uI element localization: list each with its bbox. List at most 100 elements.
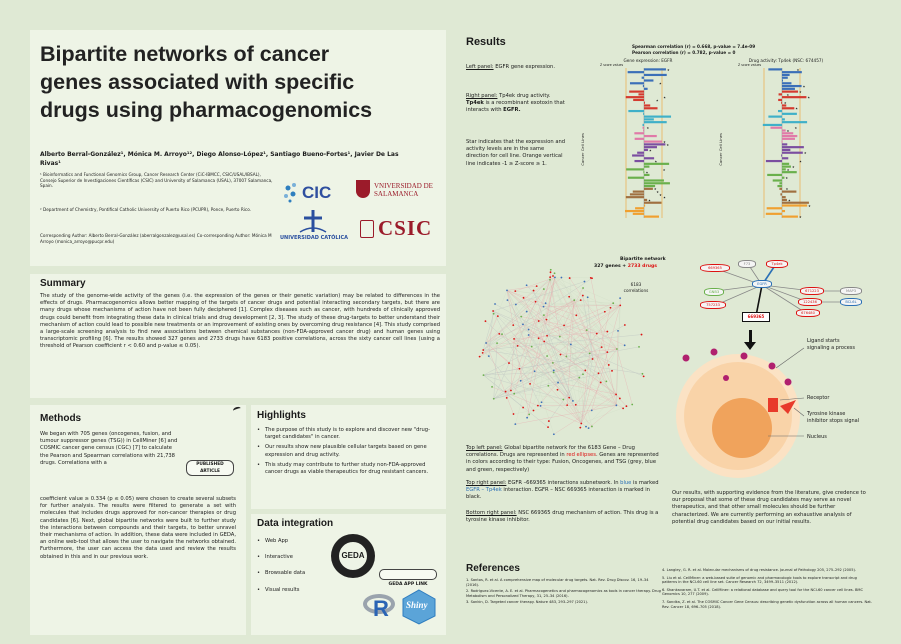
chart-bar [778, 93, 782, 96]
chart-bar [632, 190, 644, 193]
chart-bar [644, 118, 654, 121]
chart-bar [772, 179, 782, 182]
chart-bar [644, 182, 670, 185]
chart-bar [634, 137, 644, 140]
top-right-label: Top right panel: [466, 480, 507, 486]
cic-logo-text: CIC [302, 183, 332, 202]
pucpr-cross-icon [299, 210, 327, 233]
star-marker: ★ [649, 148, 652, 152]
bottom-right-text: NSC 669365 drug mechanism of action. Thi… [466, 510, 659, 524]
published-article-button[interactable]: PUBLISHED ARTICLE [186, 460, 234, 476]
chart-bar [642, 84, 644, 88]
results-heading: Results [466, 36, 506, 48]
chart-bar [644, 215, 660, 218]
title-line-3: drugs using pharmacogenomics [40, 98, 373, 122]
cic-logo-mark [284, 183, 296, 203]
chart-right-subtitle: Z score values [738, 63, 762, 67]
chart-bar [782, 201, 809, 204]
star-marker: ★ [656, 190, 659, 194]
chart-bar [782, 96, 807, 99]
tp4ek-activity-chart: Drug activity: Tp4ek (NSC: 674457) Z sco… [716, 58, 834, 222]
chart-bar [782, 148, 791, 152]
chart-bar [782, 84, 802, 88]
star-marker: ★ [663, 196, 666, 200]
reference-item: 6. Shankavaram, U.T. et al. CellMiner: a… [662, 587, 864, 597]
summary-text: The study of the genome-wide activity of… [40, 293, 440, 350]
summary-panel: Summary The study of the genome-wide act… [30, 274, 446, 398]
chart-bar [782, 190, 797, 193]
right-panel-text-2: is a recombinant exotoxin that interacts… [466, 100, 565, 114]
chart-bar [641, 76, 644, 79]
chart-bar [625, 96, 644, 99]
chart-bar [782, 71, 802, 74]
receptor-label: Receptor [807, 395, 830, 401]
network-drugs: 2733 drugs [627, 264, 657, 269]
references-right: 4. Langley, G. R. et al. Molecular mecha… [662, 568, 872, 609]
chart-bar [782, 118, 785, 121]
geda-app-link-button[interactable]: GEDA APP LINK [379, 569, 437, 587]
chart-bar [780, 193, 782, 196]
chart-bar [632, 212, 644, 215]
right-panel-caption: Right panel: Tp4ek drug activity. Tp4ek … [466, 93, 566, 115]
methods-panel: Methods We began with 705 genes (oncogen… [30, 405, 246, 635]
global-bipartite-network [478, 268, 645, 436]
star-marker: ★ [799, 215, 802, 219]
chart-bar [768, 68, 782, 71]
chart-bar [644, 157, 655, 160]
chart-bar [782, 112, 797, 115]
bottom-right-caption: Bottom right panel: NSC 669365 drug mech… [466, 510, 661, 524]
subnetwork-node: MAP3 [840, 287, 862, 295]
chart-bar [782, 76, 788, 79]
summary-heading: Summary [40, 278, 86, 289]
network-correlations: 6183 correlations [623, 282, 649, 293]
data-integration-heading: Data integration [257, 518, 334, 529]
chart-bar [625, 196, 644, 199]
conclusion-text: Our results, with supporting evidence fr… [672, 490, 866, 525]
references-heading: References [466, 563, 520, 574]
chart-bar [638, 93, 644, 96]
top-right-caption: Top right panel: EGFR –669365 interactio… [466, 480, 661, 502]
network-genes: 327 genes + [594, 264, 628, 269]
chart-bar [644, 140, 663, 143]
pucpr-logo: UNIVERSIDAD CATÓLICA [280, 210, 350, 244]
bird-icon [232, 405, 242, 414]
chart-bar [767, 173, 782, 177]
title-panel: Bipartite networks of cancer genes assoc… [30, 30, 446, 266]
subnetwork-node: F73 [738, 260, 756, 268]
usal-logo-text: VNIVERSIDAD DE SALAMANCA [374, 182, 433, 198]
chart-bar [644, 201, 662, 204]
references-left: 1. Santos, R. et al. A comprehensive map… [466, 578, 661, 605]
reference-item: 3. Sonkin, D. Targeted cancer therapy. N… [466, 600, 589, 605]
csic-logo: CSIC [360, 216, 442, 244]
star-marker: ★ [646, 171, 649, 175]
star-marker: ★ [786, 93, 789, 97]
top-right-blue: blue [620, 480, 632, 486]
inhibitor-shape [780, 400, 796, 414]
data-item-browsable: Browsable data [257, 570, 337, 577]
methods-heading: Methods [40, 413, 82, 424]
star-marker: ★ [666, 143, 669, 147]
right-panel-text: Tp4ek drug activity. [497, 93, 551, 99]
chart-bar [644, 204, 646, 207]
chart-bar [629, 193, 644, 196]
chart-left-subtitle: Z score values [600, 63, 624, 67]
affiliation-1: ¹ Bioinformatics and Functional Genomics… [40, 172, 273, 189]
chart-bar [782, 79, 783, 82]
chart-bar [782, 134, 798, 138]
star-marker: ★ [648, 198, 651, 202]
r-logo: R [363, 592, 397, 622]
chart-bar [782, 165, 791, 168]
chart-bar [629, 90, 644, 93]
arrow-down-head-icon [744, 342, 756, 350]
chart-bar [644, 148, 648, 152]
star-marker: ★ [656, 98, 659, 102]
top-left-text-1: Global bipartite network for the 6183 Ge… [466, 445, 635, 459]
reference-item: 1. Santos, R. et al. A comprehensive map… [466, 578, 649, 587]
chart-bar [782, 196, 786, 199]
star-marker: ★ [655, 159, 658, 163]
chart-bar [642, 123, 644, 127]
top-left-red: red ellipses [566, 452, 596, 459]
data-item-interactive: Interactive [257, 554, 337, 561]
reference-item: 5. Liu et al. CellMiner: a web-based sui… [662, 575, 857, 585]
top-right-blue-2: EGFR – Tp4ek [466, 487, 502, 494]
